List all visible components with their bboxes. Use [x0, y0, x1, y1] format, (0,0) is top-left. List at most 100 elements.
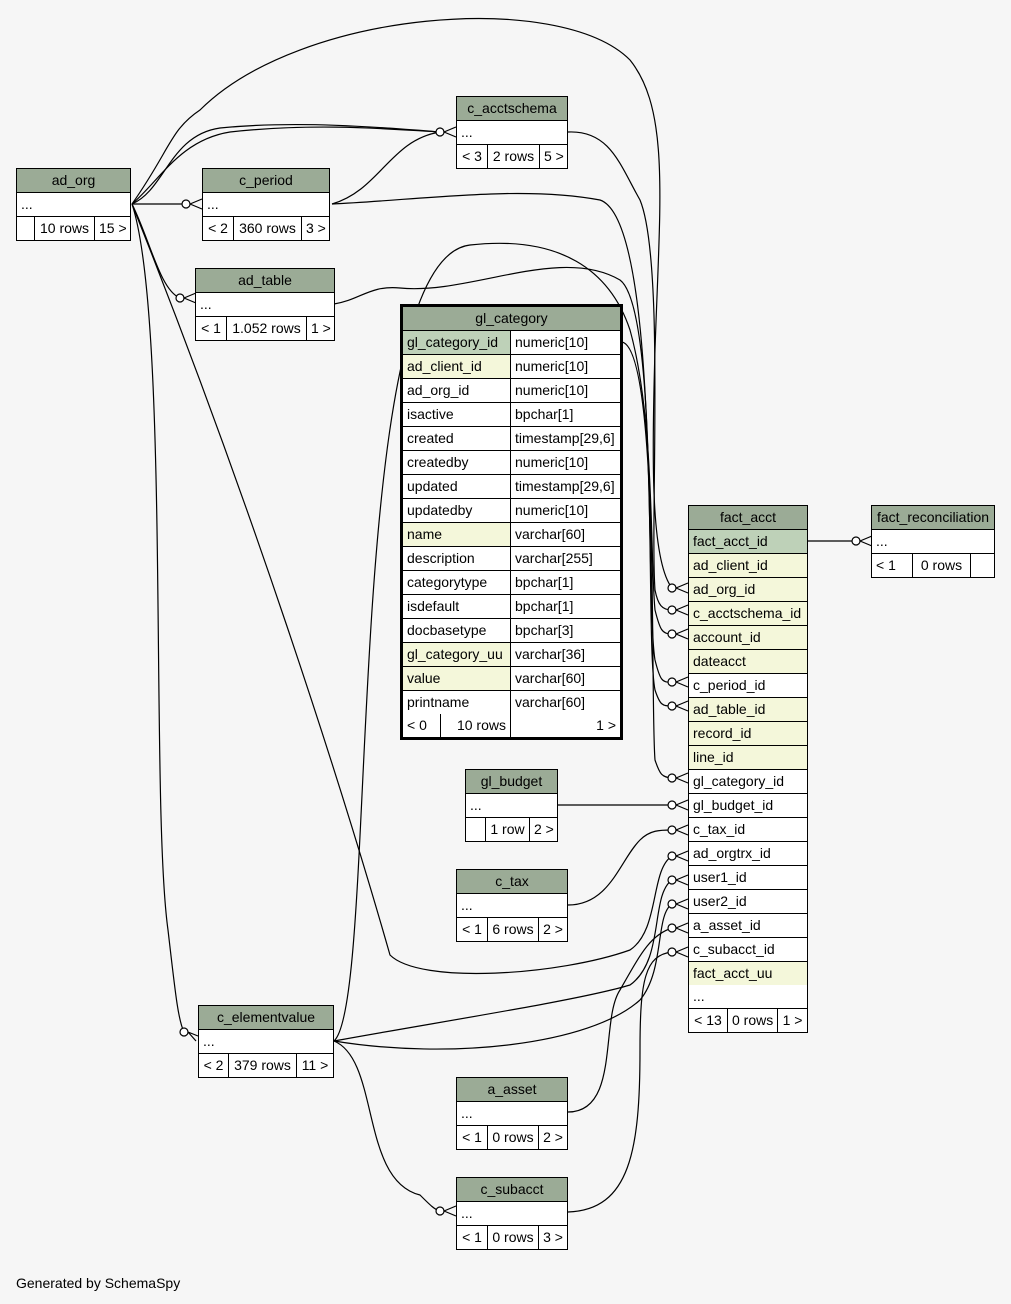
table-ad-org[interactable]: ad_org ... 10 rows 15 > — [16, 168, 131, 241]
table-fact-reconciliation[interactable]: fact_reconciliation ... < 1 0 rows — [871, 505, 995, 578]
table-header[interactable]: a_asset — [457, 1078, 567, 1102]
generated-by-footer: Generated by SchemaSpy — [16, 1275, 181, 1291]
column-name: gl_category_id — [403, 331, 510, 354]
children-count[interactable]: 2 > — [529, 818, 557, 841]
children-count[interactable]: 15 > — [94, 217, 130, 240]
children-count[interactable]: 2 > — [538, 918, 567, 941]
column-row[interactable]: line_id — [689, 746, 807, 770]
children-count[interactable]: 1 > — [306, 317, 334, 340]
column-row[interactable]: c_period_id — [689, 674, 807, 698]
column-row[interactable]: account_id — [689, 626, 807, 650]
column-row[interactable]: c_subacct_id — [689, 938, 807, 962]
column-type: bpchar[1] — [510, 595, 620, 618]
parents-count[interactable]: < 13 — [694, 1012, 722, 1028]
column-row[interactable]: fact_acct_id — [689, 530, 807, 554]
row-count: 10 rows — [34, 217, 94, 240]
column-row[interactable]: user2_id — [689, 890, 807, 914]
parents-count[interactable]: < 3 — [462, 148, 482, 164]
parents-count[interactable]: < 2 — [203, 1057, 224, 1073]
parents-count[interactable] — [17, 217, 34, 240]
children-count[interactable] — [970, 554, 994, 577]
parents-count[interactable]: < 0 — [407, 717, 427, 733]
column-row[interactable]: dateacct — [689, 650, 807, 674]
column-row[interactable]: fact_acct_uu — [689, 962, 807, 985]
column-row[interactable]: gl_budget_id — [689, 794, 807, 818]
parents-count[interactable]: < 1 — [201, 320, 221, 336]
parents-count[interactable]: < 1 — [462, 1229, 482, 1245]
column-type: varchar[60] — [510, 691, 620, 714]
parents-count[interactable]: < 2 — [208, 220, 228, 236]
column-row[interactable]: user1_id — [689, 866, 807, 890]
column-row[interactable]: isdefault bpchar[1] — [403, 595, 620, 619]
column-row[interactable]: ad_client_id — [689, 554, 807, 578]
table-a-asset[interactable]: a_asset ... < 1 0 rows 2 > — [456, 1077, 568, 1150]
parents-count[interactable] — [466, 818, 485, 841]
column-name: dateacct — [689, 650, 807, 673]
children-count[interactable]: 3 > — [301, 217, 329, 240]
children-count[interactable]: 11 > — [296, 1054, 333, 1077]
parents-count[interactable]: < 1 — [462, 921, 482, 937]
column-row[interactable]: ad_orgtrx_id — [689, 842, 807, 866]
children-count[interactable]: 2 > — [538, 1126, 567, 1149]
children-count[interactable]: 3 > — [538, 1226, 567, 1249]
column-type: varchar[60] — [510, 523, 620, 546]
table-header[interactable]: c_tax — [457, 870, 567, 894]
parents-count[interactable]: < 1 — [462, 1129, 482, 1145]
table-header[interactable]: ad_table — [196, 269, 334, 293]
table-header[interactable]: c_period — [203, 169, 329, 193]
column-name: isdefault — [407, 598, 460, 614]
children-count[interactable]: 1 > — [777, 1009, 807, 1032]
column-row[interactable]: a_asset_id — [689, 914, 807, 938]
table-c-elementvalue[interactable]: c_elementvalue ... < 2 379 rows 11 > — [198, 1005, 334, 1078]
column-row[interactable]: record_id — [689, 722, 807, 746]
column-type: varchar[36] — [510, 643, 620, 666]
column-row[interactable]: ad_table_id — [689, 698, 807, 722]
children-count[interactable]: 5 > — [539, 145, 567, 168]
column-name: a_asset_id — [693, 917, 761, 933]
table-header[interactable]: gl_category — [403, 307, 620, 331]
table-ad-table[interactable]: ad_table ... < 1 1.052 rows 1 > — [195, 268, 335, 341]
table-c-acctschema[interactable]: c_acctschema ... < 3 2 rows 5 > — [456, 96, 568, 169]
children-count[interactable]: 1 > — [510, 714, 620, 737]
table-header[interactable]: c_elementvalue — [199, 1006, 333, 1030]
parents-count[interactable]: < 1 — [876, 557, 896, 573]
column-row[interactable]: gl_category_id — [689, 770, 807, 794]
column-row[interactable]: ad_org_id — [689, 578, 807, 602]
column-row[interactable]: c_tax_id — [689, 818, 807, 842]
table-ellipsis: ... — [207, 196, 219, 212]
column-name: description — [407, 550, 475, 566]
column-name: account_id — [689, 626, 807, 649]
table-header[interactable]: gl_budget — [466, 770, 557, 794]
table-header[interactable]: fact_reconciliation — [872, 506, 994, 530]
table-c-period[interactable]: c_period ... < 2 360 rows 3 > — [202, 168, 330, 241]
column-name: updatedby — [407, 502, 473, 518]
table-header[interactable]: fact_acct — [689, 506, 807, 530]
table-header[interactable]: c_acctschema — [457, 97, 567, 121]
table-header[interactable]: ad_org — [17, 169, 130, 193]
table-c-tax[interactable]: c_tax ... < 1 6 rows 2 > — [456, 869, 568, 942]
table-gl-budget[interactable]: gl_budget ... 1 row 2 > — [465, 769, 558, 842]
row-count: 0 rows — [912, 554, 970, 577]
table-header[interactable]: c_subacct — [457, 1178, 567, 1202]
table-c-subacct[interactable]: c_subacct ... < 1 0 rows 3 > — [456, 1177, 568, 1250]
column-row[interactable]: c_acctschema_id — [689, 602, 807, 626]
column-name: fact_acct_uu — [689, 962, 807, 985]
